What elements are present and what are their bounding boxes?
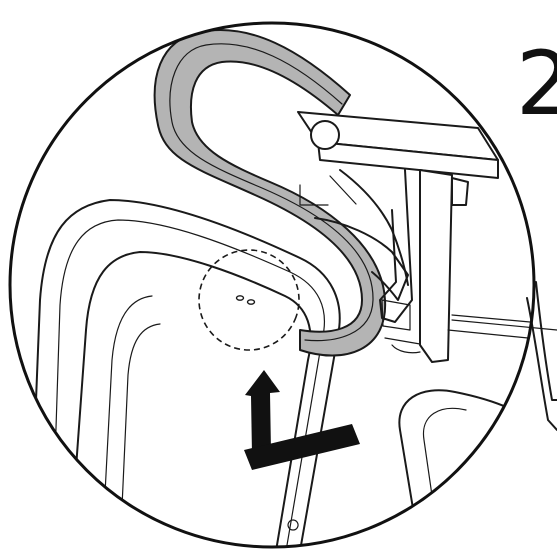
chair-outside-circle (451, 281, 557, 431)
headrest-mount (297, 111, 531, 363)
headrest-frame (153, 28, 387, 357)
mounting-slot-highlight (198, 249, 300, 351)
up-arrow-icon (244, 370, 360, 470)
magnification-circle (8, 21, 536, 549)
chair-backrest (29, 199, 534, 547)
step-number: 2 (516, 32, 557, 135)
